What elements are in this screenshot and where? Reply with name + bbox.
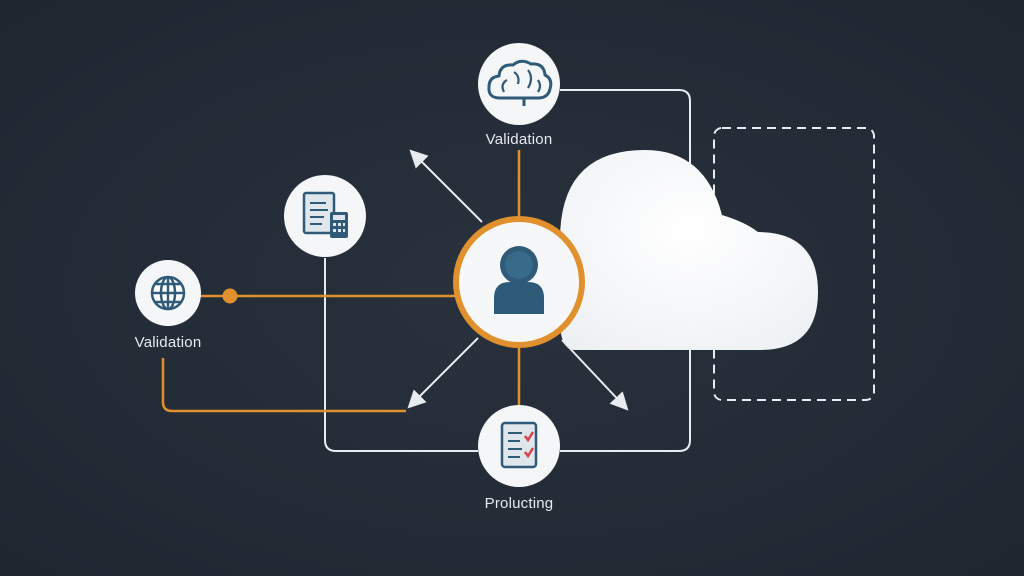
center-user-node[interactable] [453, 216, 585, 348]
left-node[interactable] [135, 260, 201, 326]
cloud-shape [560, 150, 818, 350]
brain-cloud-icon [487, 59, 553, 106]
connector-docs-to-bottom [324, 258, 478, 452]
top-node[interactable] [478, 43, 560, 125]
user-icon [494, 246, 544, 314]
document-calculator-icon [302, 191, 348, 238]
arrow-down-right [561, 339, 629, 411]
arrow-down-left [407, 337, 479, 409]
checklist-document-icon [500, 421, 538, 469]
docs-node[interactable] [284, 175, 366, 257]
left-node-label: Validation [134, 334, 202, 351]
globe-icon [150, 275, 186, 311]
arrow-up-left [409, 149, 483, 223]
bottom-node[interactable] [478, 405, 560, 487]
top-node-label: Validation [485, 131, 553, 148]
connector-dot [222, 288, 238, 304]
connector-left-down-orange [161, 358, 406, 413]
bottom-node-label: Prolucting [484, 495, 554, 512]
